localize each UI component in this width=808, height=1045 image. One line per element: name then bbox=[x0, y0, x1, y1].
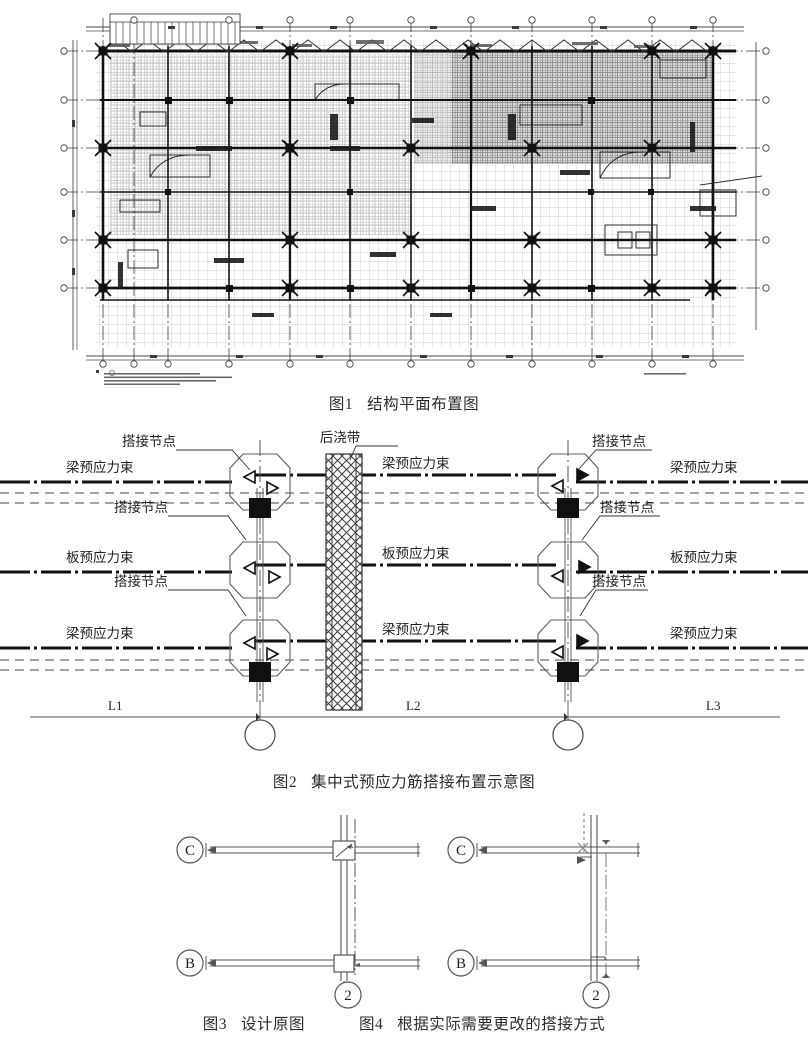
fig2-span-baseline bbox=[30, 713, 780, 721]
figure-4-title: 根据实际需要更改的搭接方式 bbox=[397, 1016, 606, 1033]
fig2-beam-label-left-1: 梁预应力束 bbox=[66, 459, 134, 475]
figure-3-and-4-details: C B 2 bbox=[0, 805, 808, 1010]
fig2-right-column-axis bbox=[537, 440, 599, 751]
fig3-bubble-2: 2 bbox=[344, 988, 352, 1004]
fig2-span-label-l1: L1 bbox=[108, 698, 122, 713]
fig2-beam-label-mid-2: 梁预应力束 bbox=[382, 621, 450, 637]
fig2-slab-label-right: 板预应力束 bbox=[670, 549, 738, 565]
fig2-node-label-6: 搭接节点 bbox=[592, 573, 646, 589]
figure-2-tendon-lap-layout: 搭接节点 搭接节点 搭接节点 搭接节点 搭接节点 搭接节点 后浇带 梁预应力束 … bbox=[0, 420, 808, 760]
fig2-drawing: 搭接节点 搭接节点 搭接节点 搭接节点 搭接节点 搭接节点 后浇带 梁预应力束 … bbox=[0, 430, 808, 751]
fig2-leader-lines bbox=[168, 445, 660, 617]
figure-3-4-captions: 图3 设计原图 图4 根据实际需要更改的搭接方式 bbox=[0, 1012, 808, 1034]
fig2-node-label-2: 搭接节点 bbox=[114, 499, 168, 515]
fig3-bubble-c: C bbox=[185, 843, 195, 859]
fig2-span-label-l2: L2 bbox=[406, 698, 420, 713]
figure-4-detail: C B 2 bbox=[447, 813, 640, 1009]
figure-1-number: 图1 bbox=[328, 396, 354, 413]
fig2-node-label-1: 搭接节点 bbox=[122, 433, 176, 449]
figure-4-number: 图4 bbox=[359, 1016, 384, 1033]
fig2-beam-label-mid-1: 梁预应力束 bbox=[382, 455, 450, 471]
figure-3-detail: C B 2 bbox=[176, 815, 420, 1009]
fig1-grid-bubbles-bottom bbox=[99, 360, 717, 368]
fig2-node-label-4: 搭接节点 bbox=[592, 433, 646, 449]
fig2-beam-label-right-2: 梁预应力束 bbox=[670, 625, 738, 641]
fig2-node-label-5: 搭接节点 bbox=[600, 499, 654, 515]
fig3-bubble-b: B bbox=[185, 956, 195, 972]
fig1-plan-body bbox=[60, 13, 770, 385]
figure-3-number: 图3 bbox=[202, 1016, 227, 1033]
fig2-post-cast-strip bbox=[325, 453, 363, 711]
fig2-beam-label-left-2: 梁预应力束 bbox=[66, 625, 134, 641]
fig1-drawing bbox=[60, 13, 770, 385]
figure-1-title: 结构平面布置图 bbox=[367, 396, 480, 413]
fig4-bubble-b: B bbox=[456, 956, 466, 972]
fig2-labels: 搭接节点 搭接节点 搭接节点 搭接节点 搭接节点 搭接节点 后浇带 梁预应力束 … bbox=[66, 430, 738, 713]
fig2-span-label-l3: L3 bbox=[706, 698, 720, 713]
figure-1-caption: 图1 结构平面布置图 bbox=[0, 392, 808, 414]
figure-3-caption: 图3 设计原图 bbox=[203, 1012, 305, 1034]
fig2-left-column-axis bbox=[229, 440, 291, 751]
fig4-bubble-c: C bbox=[456, 843, 466, 859]
figure-2-caption: 图2 集中式预应力筋搭接布置示意图 bbox=[0, 770, 808, 792]
fig2-slab-label-mid: 板预应力束 bbox=[382, 545, 450, 561]
fig1-note-block bbox=[96, 370, 232, 385]
fig2-slab-label-left: 板预应力束 bbox=[66, 549, 134, 565]
fig2-post-cast-strip-label: 后浇带 bbox=[320, 430, 361, 445]
fig34-drawing: C B 2 bbox=[176, 813, 640, 1009]
figure-4-caption: 图4 根据实际需要更改的搭接方式 bbox=[359, 1012, 605, 1034]
figure-1-structural-plan bbox=[0, 0, 808, 385]
fig2-beam-label-right-1: 梁预应力束 bbox=[670, 459, 738, 475]
fig2-node-label-3: 搭接节点 bbox=[114, 573, 168, 589]
fig4-bubble-2: 2 bbox=[592, 988, 600, 1004]
figure-3-title: 设计原图 bbox=[240, 1016, 305, 1033]
figure-2-title: 集中式预应力筋搭接布置示意图 bbox=[311, 774, 536, 791]
fig2-tendon-lines bbox=[0, 473, 808, 671]
figure-2-number: 图2 bbox=[272, 774, 298, 791]
